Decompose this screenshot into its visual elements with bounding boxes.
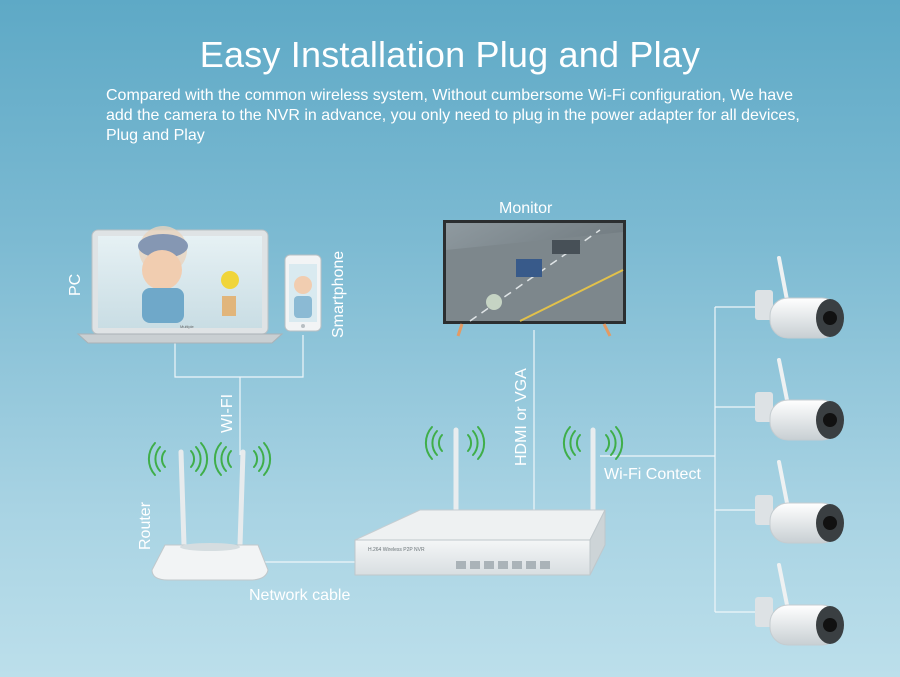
monitor-icon	[443, 220, 626, 337]
network-cable-label: Network cable	[249, 587, 351, 604]
camera-icon	[755, 358, 844, 441]
camera-icon	[755, 563, 844, 646]
camera-icon	[755, 256, 844, 339]
page-title: Easy Installation Plug and Play	[199, 34, 701, 75]
router-icon	[151, 449, 269, 581]
wifi-contect-label: Wi-Fi Contect	[604, 466, 701, 483]
laptop-brand: Multiple	[180, 324, 195, 329]
smartphone-label: Smartphone	[330, 250, 347, 338]
smartphone-icon	[284, 254, 322, 332]
router-label: Router	[137, 501, 154, 550]
connection-lines	[174, 306, 760, 613]
nvr-icon	[354, 427, 606, 576]
intro-text: Compared with the common wireless system…	[106, 87, 800, 144]
nvr-model-text: H.264 Wireless P2P NVR	[368, 547, 425, 553]
wifi-label: WI-FI	[219, 393, 236, 433]
hdmi-vga-label: HDMI or VGA	[513, 368, 530, 466]
monitor-label: Monitor	[499, 200, 553, 217]
camera-icon	[755, 460, 844, 544]
laptop-icon	[76, 226, 284, 344]
pc-label: PC	[67, 273, 84, 296]
wifi-signal-icon	[147, 426, 624, 476]
